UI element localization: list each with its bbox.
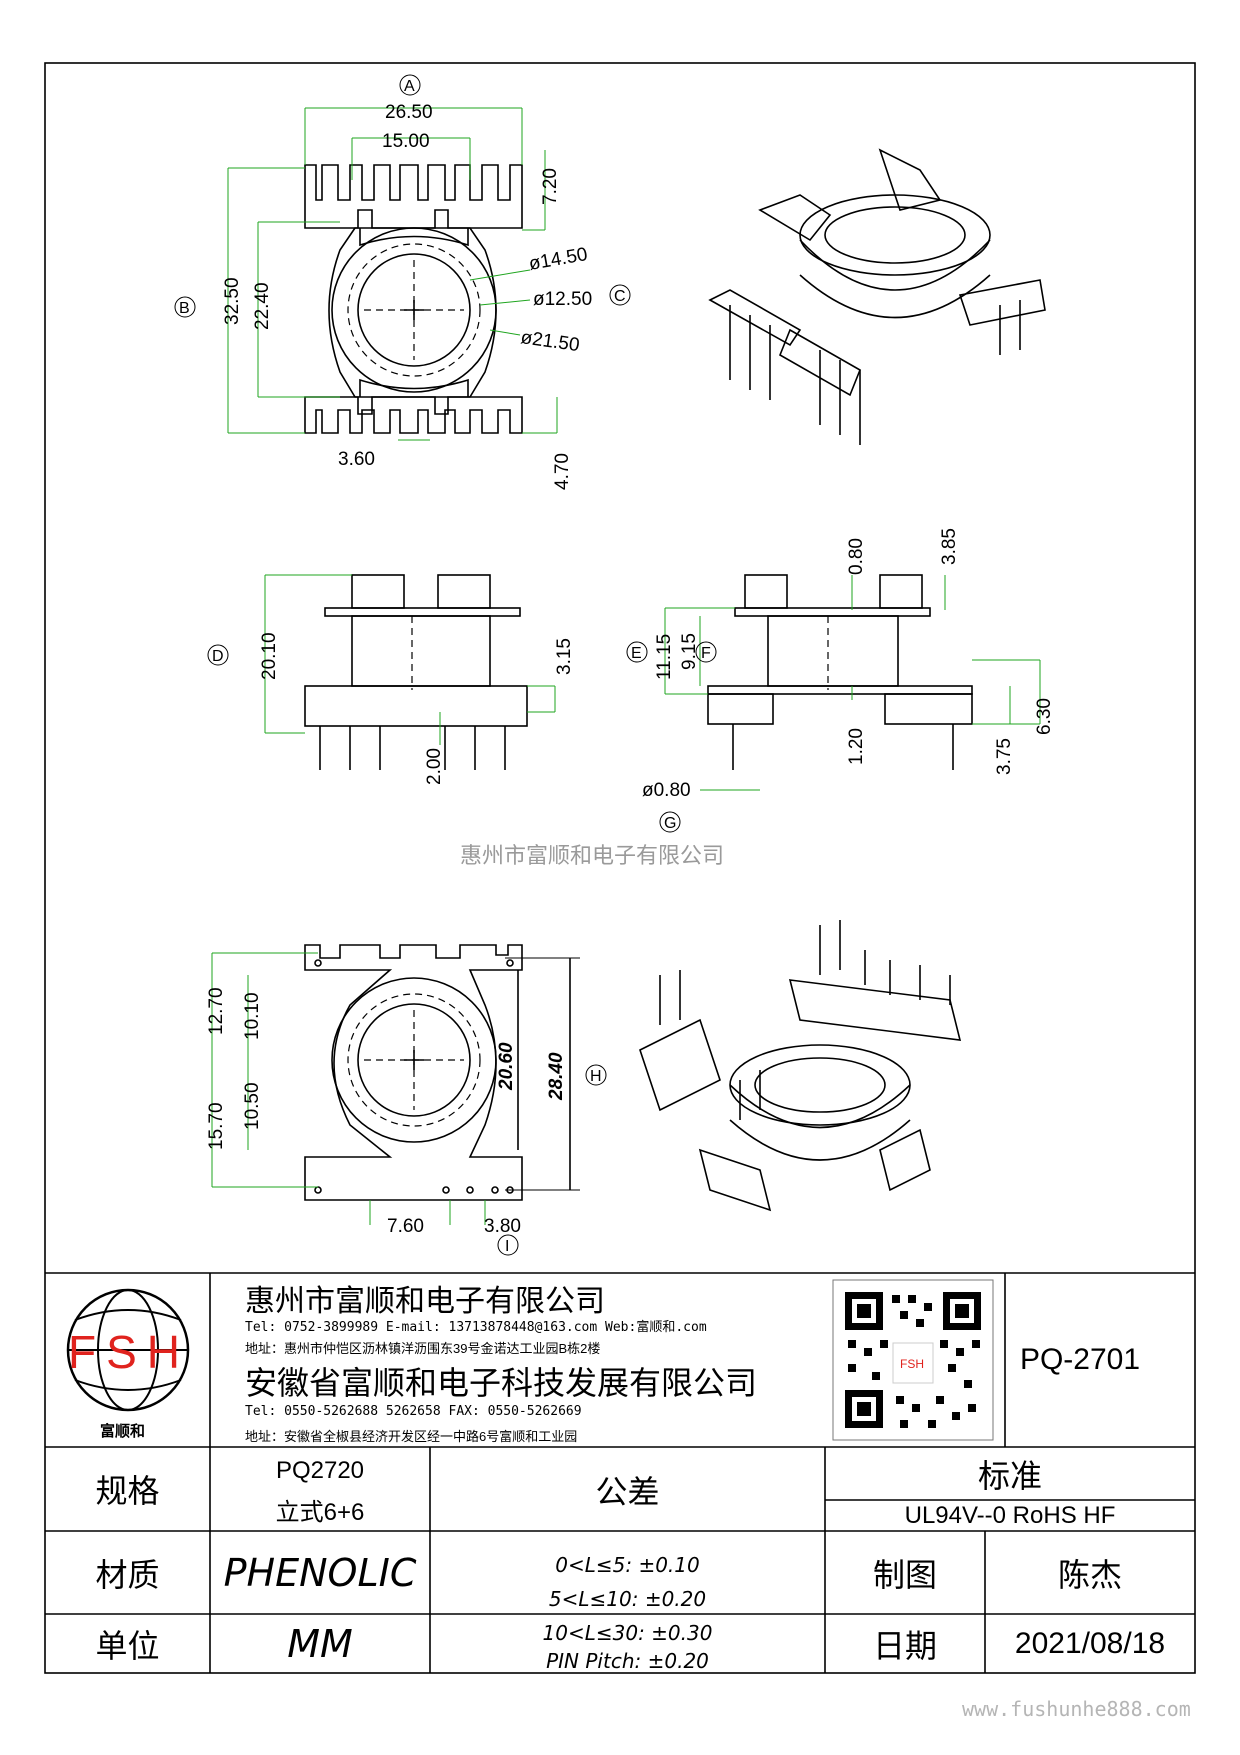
- bottom-view: 12.70 10.10 10.50 15.70 20.60 28.40 7.60…: [206, 944, 607, 1256]
- dim-28-40: 28.40: [546, 1052, 567, 1101]
- part-number: PQ-2701: [1019, 1343, 1141, 1376]
- tolerance-4: PIN Pitch: ±0.20: [546, 1648, 709, 1673]
- dim-15-00: 15.00: [382, 131, 430, 152]
- watermark-center: 惠州市富顺和电子有限公司: [460, 843, 725, 868]
- label-a: A: [404, 78, 415, 95]
- dim-dia-14-50: ø14.50: [527, 244, 589, 275]
- dim-dia-0-80: ø0.80: [642, 780, 691, 801]
- logo-text: FSH: [68, 1326, 190, 1378]
- drawing-frame: [44, 62, 1196, 1674]
- title-block-grid: [45, 1272, 1195, 1673]
- tolerance-3: 10<L≤30: ±0.30: [542, 1621, 713, 1645]
- standard-value: UL94V--0 RoHS HF: [904, 1501, 1116, 1529]
- label-d: D: [212, 648, 224, 665]
- iso-view-bottom: [639, 920, 962, 1212]
- dim-3-80: 3.80: [484, 1216, 521, 1237]
- front-view: 20.10 3.15 2.00 D: [207, 574, 575, 785]
- watermark-bottom: www.fushunhe888.com: [962, 1697, 1191, 1721]
- label-g: G: [664, 815, 676, 832]
- dim-3-15: 3.15: [554, 638, 575, 675]
- company1-address: 地址：惠州市仲恺区沥林镇洋沥围东39号金诺达工业园B栋2楼: [245, 1341, 601, 1356]
- dim-7-20: 7.20: [540, 168, 561, 205]
- company1-contact: Tel: 0752-3899989 E-mail: 13713878448@16…: [245, 1320, 707, 1335]
- drawn-value: 陈杰: [1057, 1555, 1122, 1594]
- standard-label: 标准: [977, 1456, 1042, 1495]
- spec-label: 规格: [95, 1472, 160, 1510]
- dim-10-50: 10.50: [242, 1082, 263, 1130]
- label-e: E: [631, 645, 642, 662]
- label-c: C: [614, 288, 626, 305]
- spec-value-1: PQ2720: [275, 1457, 365, 1484]
- dim-20-60: 20.60: [496, 1042, 517, 1091]
- top-view: 26.50 15.00 7.20 ø14.50 ø12.50 ø21.50 32…: [174, 74, 631, 490]
- material-value: PHENOLIC: [223, 1550, 417, 1595]
- dim-dia-12-50: ø12.50: [533, 289, 592, 310]
- company1-name: 惠州市富顺和电子有限公司: [245, 1285, 605, 1318]
- tolerance-1: 0<L≤5: ±0.10: [555, 1553, 700, 1577]
- dim-1-20: 1.20: [846, 728, 867, 765]
- dim-4-70: 4.70: [552, 453, 573, 490]
- dim-20-10: 20.10: [259, 632, 280, 680]
- unit-label: 单位: [95, 1626, 160, 1665]
- company2-contact: Tel: 0550-5262688 5262658 FAX: 0550-5262…: [245, 1404, 582, 1419]
- dim-15-70: 15.70: [206, 1102, 227, 1150]
- label-i: I: [505, 1238, 509, 1255]
- qr-logo-text: FSH: [900, 1357, 924, 1371]
- side-view: 0.80 3.85 11.15 9.15 6.30 1.20 3.75 ø0.8…: [626, 528, 1055, 833]
- dim-3-75: 3.75: [994, 738, 1015, 775]
- dim-11-15: 11.15: [654, 634, 675, 680]
- dim-26-50: 26.50: [385, 102, 433, 123]
- logo-caption: 富顺和: [100, 1422, 146, 1440]
- dim-3-85: 3.85: [939, 528, 960, 565]
- material-label: 材质: [95, 1555, 160, 1594]
- dim-dia-21-50: ø21.50: [519, 327, 581, 356]
- unit-value: MM: [287, 1621, 353, 1666]
- label-b: B: [179, 300, 190, 317]
- label-h: H: [590, 1068, 602, 1085]
- dim-7-60: 7.60: [387, 1216, 424, 1237]
- drawn-label: 制图: [872, 1555, 937, 1594]
- dim-9-15: 9.15: [679, 633, 700, 670]
- date-label: 日期: [872, 1626, 937, 1665]
- spec-value-2: 立式6+6: [275, 1498, 365, 1526]
- dim-2-00: 2.00: [424, 748, 445, 785]
- fsh-logo: FSH: [66, 1288, 190, 1412]
- qr-code: FSH: [832, 1279, 994, 1441]
- tolerance-2: 5<L≤10: ±0.20: [548, 1587, 707, 1611]
- dim-12-70: 12.70: [206, 987, 227, 1035]
- date-value: 2021/08/18: [1014, 1626, 1166, 1660]
- label-f: F: [701, 645, 711, 662]
- dim-32-50: 32.50: [222, 277, 243, 325]
- company2-name: 安徽省富顺和电子科技发展有限公司: [245, 1365, 758, 1401]
- dim-22-40: 22.40: [252, 282, 273, 330]
- dim-0-80: 0.80: [846, 538, 867, 575]
- company2-address: 地址：安徽省全椒县经济开发区经一中路6号富顺和工业园: [245, 1429, 578, 1444]
- dim-6-30: 6.30: [1034, 698, 1055, 735]
- iso-view-top: [708, 148, 1046, 445]
- tolerance-label: 公差: [595, 1473, 660, 1511]
- dim-3-60: 3.60: [338, 449, 375, 470]
- dim-10-10: 10.10: [242, 992, 263, 1040]
